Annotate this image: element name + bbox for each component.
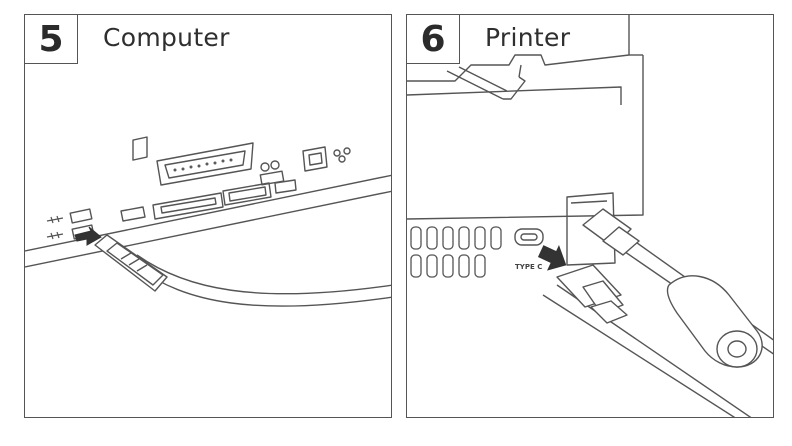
insert-arrow-icon (74, 226, 102, 246)
type-c-port-label: TYPE C (515, 263, 543, 271)
step-number-badge: 5 (25, 15, 78, 64)
step-5-panel: 5 Computer (24, 14, 392, 418)
step-number-badge: 6 (407, 15, 460, 64)
insert-arrow-icon (537, 245, 567, 271)
step-title: Printer (485, 23, 571, 52)
computer-back-illustration (25, 136, 391, 307)
step-6-panel: TYPE C 6 Printer (406, 14, 774, 418)
step-title: Computer (103, 23, 230, 52)
printer-back-illustration (407, 15, 773, 417)
